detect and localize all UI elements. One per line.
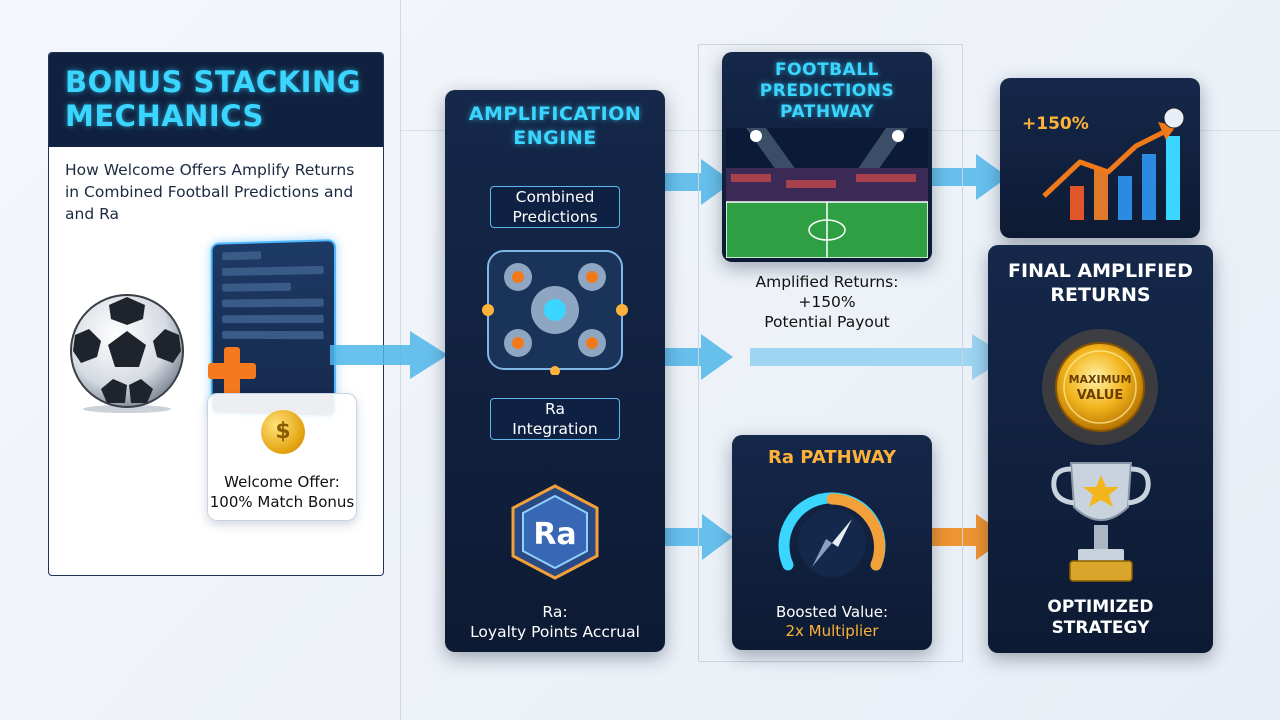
ra-pathway-title: Ra PATHWAY <box>768 447 896 468</box>
combined-predictions-box: Combined Predictions <box>490 186 620 228</box>
amplified-returns-label: Amplified Returns: +150% Potential Payou… <box>755 273 899 331</box>
boosted-value-label: Boosted Value: 2x Multiplier <box>775 603 889 640</box>
engine-title: AMPLIFICATION ENGINE <box>468 103 642 149</box>
growth-label: +150% <box>1022 114 1089 134</box>
football-pathway-title: FOOTBALL PREDICTIONS PATHWAY <box>759 60 895 122</box>
amplification-engine-panel: AMPLIFICATION ENGINE Combined Prediction… <box>445 90 665 652</box>
intro-panel: BONUS STACKING MECHANICS How Welcome Off… <box>48 52 384 576</box>
pathway-frame <box>698 44 963 662</box>
arrow-right-icon <box>750 334 1008 380</box>
soccer-ball-icon <box>70 294 184 413</box>
trophy-icon <box>1051 462 1151 582</box>
medal-text: VALUE <box>1077 388 1124 403</box>
final-returns-panel: FINAL AMPLIFIED RETURNS MAXIMUM VALUE OP… <box>988 245 1213 653</box>
gears-icon <box>482 250 628 375</box>
intro-subtitle: How Welcome Offers Amplify Returns in Co… <box>65 161 355 223</box>
arrow-right-icon <box>330 331 448 379</box>
football-pathway-panel: FOOTBALL PREDICTIONS PATHWAY <box>722 52 932 262</box>
arrow-right-icon <box>930 154 1008 200</box>
gauge-icon <box>778 492 886 577</box>
arrow-right-icon <box>920 514 1008 560</box>
ra-pathway-panel: Ra PATHWAY Boosted Value: 2x Multiplier <box>732 435 932 650</box>
growth-chart-panel: +150% <box>1000 78 1200 238</box>
ra-integration-box: Ra Integration <box>490 398 620 440</box>
ra-badge-text: Ra <box>533 517 576 552</box>
coin-icon: $ <box>261 410 305 454</box>
intro-title: BONUS STACKING MECHANICS <box>49 53 383 147</box>
plus-icon <box>208 347 256 395</box>
arrow-right-icon <box>635 159 733 205</box>
arrow-right-icon <box>640 514 733 560</box>
loyalty-points-label: Ra: Loyalty Points Accrual <box>470 603 640 641</box>
ra-badge-icon: Ra <box>511 484 599 580</box>
medal-text: MAXIMUM <box>1069 373 1132 386</box>
arrow-right-icon <box>635 334 733 380</box>
growth-chart-icon <box>1042 107 1185 220</box>
maximum-value-medal-icon: MAXIMUM VALUE <box>1042 329 1158 445</box>
stadium-icon <box>726 128 928 258</box>
welcome-offer-label: Welcome Offer: 100% Match Bonus <box>209 473 355 511</box>
optimized-strategy-label: OPTIMIZED STRATEGY <box>1047 597 1154 638</box>
final-returns-title: FINAL AMPLIFIED RETURNS <box>1008 260 1193 306</box>
welcome-offer-card: $ Welcome Offer: 100% Match Bonus <box>207 393 357 521</box>
